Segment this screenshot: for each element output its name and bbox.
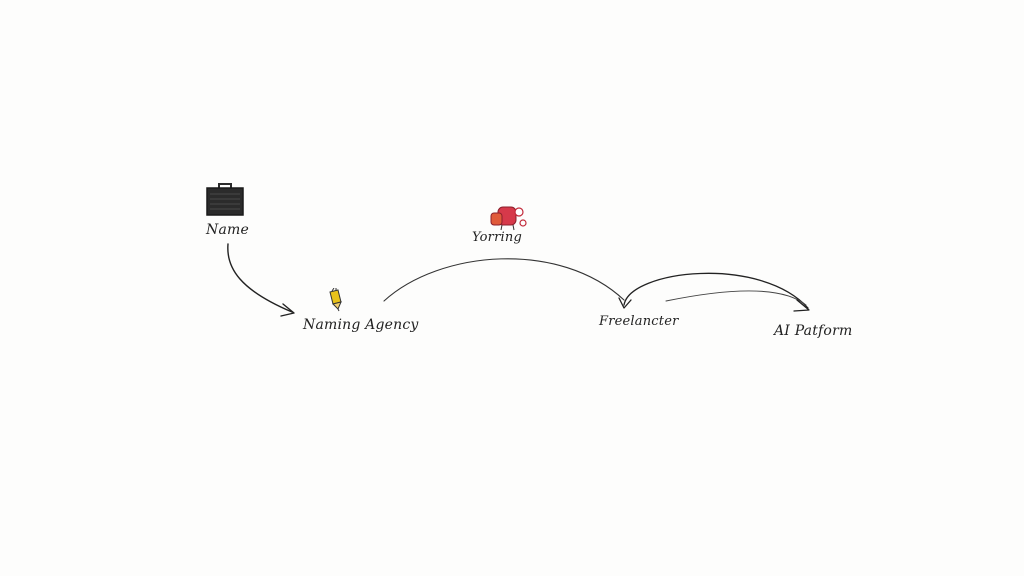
node-label-naming-agency: Naming Agency [303,317,419,333]
arrowhead-name-to-agency [280,303,295,317]
connector-freelancer-to-platform [623,272,809,309]
node-label-freelancer: Freelancter [599,314,679,329]
briefcase-icon [206,183,244,216]
node-label-ai-platform: AI Patform [774,323,853,339]
connector-name-to-agency [227,243,293,313]
pencil-icon [329,288,342,312]
connector-freelancer-to-platform-secondary [665,290,807,306]
arrowhead-ai-platform [793,299,810,312]
node-label-name: Name [206,222,249,238]
connector-agency-to-freelancer [383,258,625,302]
arrowhead-freelancer [618,297,632,309]
backpack-icon [490,206,527,231]
node-label-yourself: Yorring [472,230,522,245]
